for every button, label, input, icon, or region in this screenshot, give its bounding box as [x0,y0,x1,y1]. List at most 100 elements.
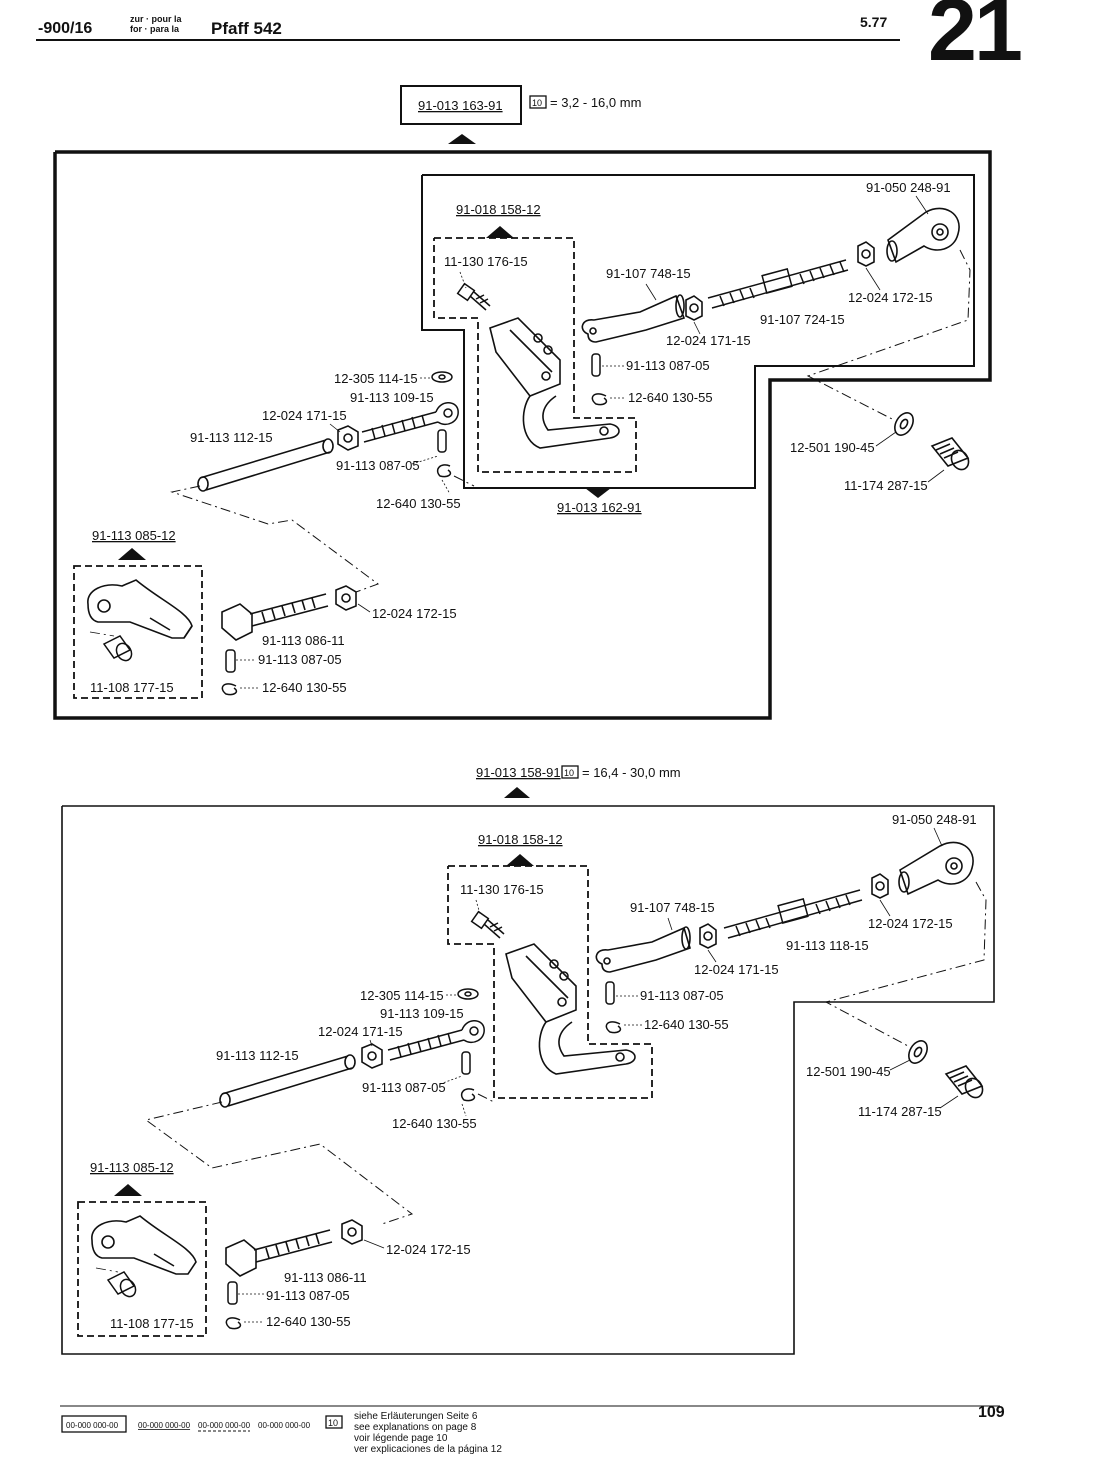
machine-model: Pfaff 542 [211,19,282,38]
top-assembly-guide-lines [170,249,971,593]
page-number: 109 [978,1404,1005,1421]
legend-symbol-box [325,1415,343,1429]
bottom-main-arrow-icon [504,787,530,798]
issue-date: 5.77 [860,14,888,30]
top-lever-arrow-icon [118,548,146,560]
bottom-bracket-arrow-icon [506,854,534,866]
top-part-label-clip-inner: 12-640 130-55 [628,390,713,405]
top-outer-frame [53,150,992,720]
top-part-label-nut-172: 12-024 172-15 [848,290,933,305]
bottom-part-label-clamp-nut: 12-024 172-15 [386,1242,471,1257]
top-clamp-bolt-icon [221,593,329,641]
bottom-part-label-pin-inner: 91-113 087-05 [640,988,724,1003]
bottom-range-symbol: 10 [564,768,574,778]
bottom-pin-inner-icon [605,981,615,1005]
bottom-nut-middle-icon [699,923,717,949]
bottom-main-part-label: 91-013 158-91 [476,765,561,780]
bottom-bracket-label: 91-018 158-12 [478,832,563,847]
bottom-clip-left-icon [460,1088,476,1102]
top-range-symbol: 10 [532,98,542,108]
top-part-label-clamp-bolt: 91-113 086-11 [262,633,345,648]
catalog-code: -900/16 [38,20,93,37]
bottom-part-label-clamp-pin: 91-113 087-05 [266,1288,350,1303]
legend-box-assembly [61,1415,127,1433]
bottom-part-label-nut-172: 12-024 172-15 [868,916,953,931]
legend-code-assembly: 00-000 000-00 [66,1421,119,1430]
bottom-clip-inner-icon [605,1021,622,1034]
bottom-part-label-link: 91-107 748-15 [630,900,715,915]
top-threaded-rod-icon [707,259,849,309]
bottom-clamp-nut-icon [341,1219,363,1245]
top-nut-middle-icon [685,295,703,321]
bottom-clamp-pin-icon [227,1281,238,1305]
bottom-part-label-screw-bracket: 11-130 176-15 [460,882,544,897]
top-sub-assembly-label: 91-013 162-91 [557,500,642,515]
top-washer-small-icon [431,371,453,383]
top-bracket-dashed-box [433,237,637,473]
top-tube-icon [197,438,334,492]
top-part-label-clamp-pin: 91-113 087-05 [258,652,342,667]
bottom-assembly: 91-013 158-91 10 = 16,4 - 30,0 mm 91-018… [61,765,995,1355]
section-number: 21 [928,0,1023,79]
legend: 00-000 000-00 00-000 000-00 00-000 000-0… [60,1405,1000,1433]
bottom-part-label-clip-inner: 12-640 130-55 [644,1017,729,1032]
top-part-label-pin-inner: 91-113 087-05 [626,358,710,373]
top-bracket-part-icon [489,317,620,449]
top-range-symbol-box [529,95,547,109]
bottom-link-rod-icon [595,926,691,973]
top-main-part-box [400,85,522,125]
top-main-arrow-icon [448,134,476,144]
top-range-label: = 3,2 - 16,0 mm [550,95,641,110]
top-washer-large-icon [894,412,914,436]
top-part-label-nut-171-left: 12-024 171-15 [262,408,347,423]
legend-symbol: 10 [328,1418,338,1428]
top-main-part-label: 91-013 163-91 [418,98,503,113]
bottom-part-label-rod-end: 91-050 248-91 [892,812,977,827]
top-sub-assembly-frame [421,174,975,489]
top-lever-screw-icon [102,635,133,662]
top-pin-left-icon [437,429,447,453]
top-lever-part-icon [87,579,193,639]
top-lever-label: 91-113 085-12 [92,528,176,543]
bottom-part-label-tube: 91-113 112-15 [216,1048,299,1063]
top-part-label-screw-174: 11-174 287-15 [844,478,928,493]
bottom-threaded-rod-icon [723,889,863,939]
top-rod-end-icon [886,207,960,264]
legend-code-underlined: 00-000 000-00 [138,1421,191,1430]
top-clamp-clip-icon [221,683,238,696]
legend-code-plain: 00-000 000-00 [258,1421,311,1430]
bottom-lever-screw-icon [106,1271,137,1298]
top-clip-left-icon [436,464,452,478]
bottom-rod-end-icon [898,841,974,896]
bottom-washer-small-icon [457,988,479,1000]
bottom-part-label-clip-left: 12-640 130-55 [392,1116,477,1131]
bottom-part-label-washer-305: 12-305 114-15 [360,988,444,1003]
bottom-screw-icon [470,910,505,939]
top-bracket-arrow-icon [486,226,514,238]
top-clip-inner-icon [591,393,608,406]
bottom-range-label: = 16,4 - 30,0 mm [582,765,681,780]
bottom-tube-icon [219,1054,356,1108]
top-link-rod-icon [581,294,686,343]
top-part-label-tube: 91-113 112-15 [190,430,273,445]
top-part-label-rod-end: 91-050 248-91 [866,180,951,195]
bottom-assembly-guide-lines [144,881,987,1225]
top-eye-bolt-icon [361,402,459,443]
bottom-screw-large-icon [944,1065,984,1099]
top-part-label-adjuster: 91-107 724-15 [760,312,845,327]
for-label-line2: for · para la [130,24,180,34]
top-clamp-pin-icon [225,649,236,673]
legend-line-de: siehe Erläuterungen Seite 6 [354,1411,478,1422]
bottom-bracket-part-icon [505,943,636,1075]
top-part-label-pin-left: 91-113 087-05 [336,458,420,473]
for-label-line1: zur · pour la [130,14,182,24]
top-part-label-washer-305: 12-305 114-15 [334,371,418,386]
bottom-washer-large-icon [908,1040,928,1064]
bottom-range-symbol-box [561,765,579,779]
top-assembly: 91-013 163-91 10 = 3,2 - 16,0 mm 91-013 … [53,85,992,720]
top-pin-inner-icon [591,353,601,377]
bottom-part-label-eye-bolt: 91-113 109-15 [380,1006,464,1021]
top-part-label-screw-bracket: 11-130 176-15 [444,254,528,269]
for-label: zur · pour la for · para la [130,14,182,34]
